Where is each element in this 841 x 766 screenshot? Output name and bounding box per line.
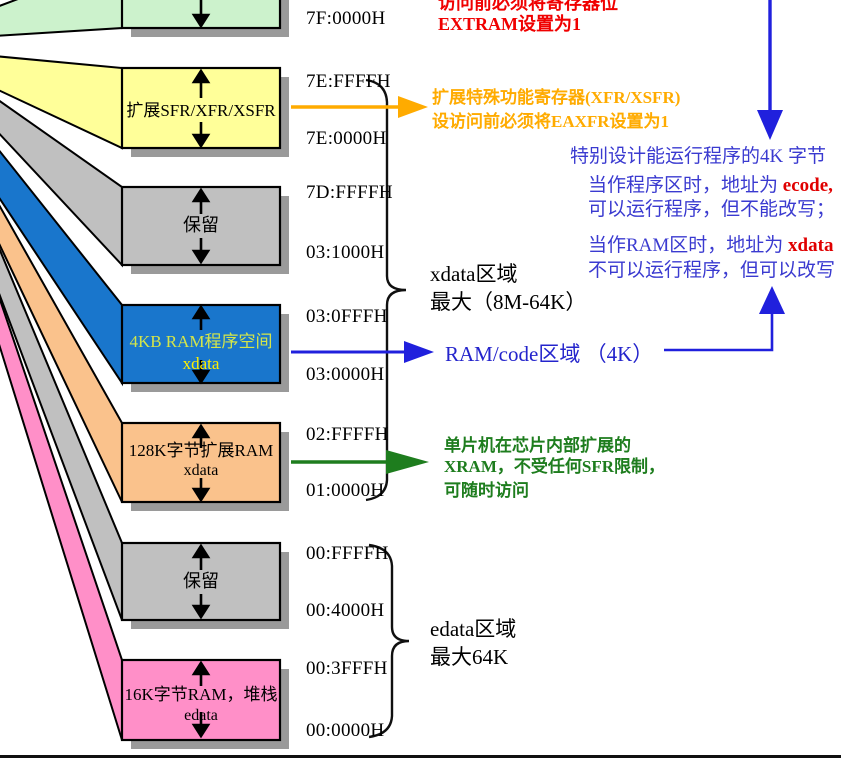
ram4k-arrow xyxy=(291,341,434,363)
xfr-note-line2: 设访问前必须将EAXFR设置为1 xyxy=(432,112,670,131)
addr-7f-0000: 7F:0000H xyxy=(306,8,386,29)
block-reserved-2-label: 保留 xyxy=(183,571,219,591)
xram-note-line3: 可随时访问 xyxy=(444,481,529,500)
addr-7e-0000: 7E:0000H xyxy=(306,128,387,149)
xdata-region-brace xyxy=(365,78,407,502)
extram-note-line2: EXTRAM设置为1 xyxy=(438,14,581,34)
wedge-green xyxy=(0,0,123,37)
edata-region-label-line1: edata区域 xyxy=(430,617,517,641)
block-ram4k-label: 4KB RAM程序空间 xyxy=(129,332,273,351)
addr-01-0000: 01:0000H xyxy=(306,480,385,501)
program-note-line5: 不可以运行程序，但可以改写 xyxy=(588,260,836,281)
ram-code-region-label: RAM/code区域 （4K） xyxy=(445,342,654,366)
block-ram16k-sublabel: edata xyxy=(184,707,218,724)
block-xram128k-label: 128K字节扩展RAM xyxy=(128,441,274,460)
top-down-arrow xyxy=(757,0,783,140)
addr-00-ffff: 00:FFFFH xyxy=(306,543,389,564)
block-range-arrows xyxy=(191,0,211,739)
bottom-rule xyxy=(0,755,841,758)
addr-7e-ffff: 7E:FFFFH xyxy=(306,71,391,92)
xram-arrow xyxy=(291,450,429,474)
addr-7d-ffff: 7D:FFFFH xyxy=(306,182,393,203)
addr-00-3fff: 00:3FFFH xyxy=(306,658,388,679)
program-note-line2-text: 当作程序区时，地址为 xyxy=(588,175,783,196)
program-note-line2: 当作程序区时，地址为 ecode, xyxy=(588,175,833,197)
ramcode-to-note-connector-arrow xyxy=(664,286,785,352)
xdata-region-label-line1: xdata区域 xyxy=(430,262,518,286)
block-ram4k-sublabel: xdata xyxy=(182,354,220,373)
addr-00-0000: 00:0000H xyxy=(306,720,385,741)
addr-00-4000: 00:4000H xyxy=(306,600,385,621)
addr-03-0fff: 03:0FFFH xyxy=(306,306,388,327)
xdata-region-label-line2: 最大（8M-64K） xyxy=(430,290,587,314)
program-note-ecode: ecode, xyxy=(782,175,833,196)
xram-note-line2: XRAM，不受任何SFR限制， xyxy=(444,457,665,476)
block-xsfr-label: 扩展SFR/XFR/XSFR xyxy=(126,101,276,120)
addr-02-ffff: 02:FFFFH xyxy=(306,424,389,445)
edata-region-label-line2: 最大64K xyxy=(430,645,509,669)
xfr-arrow xyxy=(291,96,428,118)
program-note-line1: 特别设计能运行程序的4K 字节 xyxy=(570,146,826,167)
program-note-line4: 当作RAM区时，地址为 xdata xyxy=(588,235,833,257)
xfr-note-line1: 扩展特殊功能寄存器(XFR/XSFR) xyxy=(432,88,681,107)
program-note-line3: 可以运行程序，但不能改写； xyxy=(588,199,836,220)
program-note-xdata: xdata xyxy=(788,235,834,256)
program-note-line4-text: 当作RAM区时，地址为 xyxy=(588,235,789,256)
addr-03-0000: 03:0000H xyxy=(306,364,385,385)
block-xram128k-sublabel: xdata xyxy=(183,462,219,479)
extram-note-line1: 访问前必须将寄存器位 xyxy=(438,0,618,13)
block-ram16k-label: 16K字节RAM，堆栈 xyxy=(124,685,278,704)
xram-note-line1: 单片机在芯片内部扩展的 xyxy=(444,436,631,455)
block-reserved-1-label: 保留 xyxy=(183,215,219,235)
edata-region-brace xyxy=(368,543,410,739)
addr-03-1000: 03:1000H xyxy=(306,242,385,263)
